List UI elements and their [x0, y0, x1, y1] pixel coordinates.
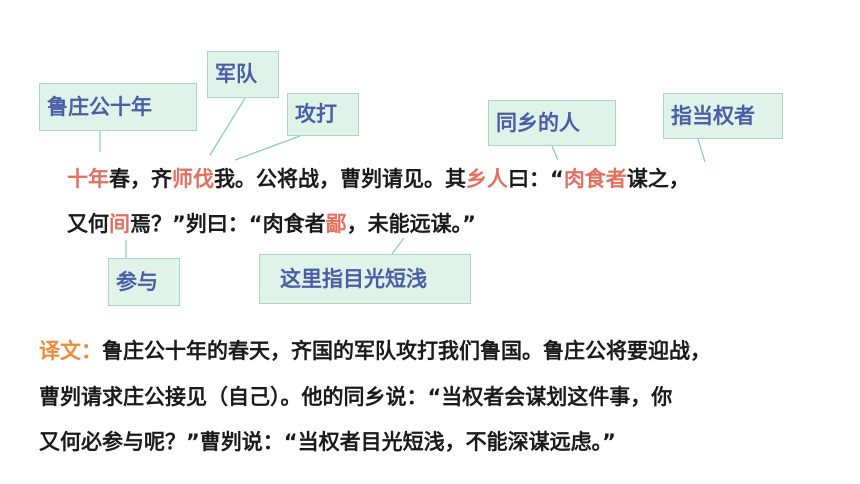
original-line-2: 又何间焉？”刿曰：“肉食者鄙，未能远谋。”	[67, 214, 476, 235]
text-segment: 又何	[67, 212, 109, 236]
word-shi: 师	[172, 167, 193, 191]
annotation-zhi-dang-quan: 指当权者	[663, 93, 783, 139]
original-line-1: 十年春，齐师伐我。公将战，曹刿请见。其乡人曰：“肉食者谋之，	[67, 169, 690, 190]
text-segment: 鲁庄公十年的春天，齐国的军队攻打我们鲁国。鲁庄公将要迎战，	[102, 339, 711, 363]
annotation-mu-guang: 这里指目光短浅	[259, 254, 471, 304]
translation-label: 译文：	[39, 339, 102, 363]
connector-tong-xiang	[551, 145, 559, 161]
connector-zhi-dang	[697, 138, 706, 163]
annotation-tong-xiang: 同乡的人	[488, 100, 616, 146]
annotation-can-yu: 参与	[108, 258, 180, 306]
text-segment: 春，齐	[109, 167, 172, 191]
word-rou-shi-zhe: 肉食者	[563, 167, 627, 191]
translation-line-2: 曹刿请求庄公接见（自己）。他的同乡说：“当权者会谋划这件事，你	[39, 385, 673, 409]
connector-gong-da	[234, 135, 301, 161]
text-segment: 我。公将战，曹刿请见。其	[214, 167, 466, 191]
translation-line-3: 又何必参与呢？”曹刿说：“当权者目光短浅，不能深谋远虑。”	[39, 430, 616, 454]
connector-jun-dui	[209, 97, 246, 156]
translation-line-1: 译文：鲁庄公十年的春天，齐国的军队攻打我们鲁国。鲁庄公将要迎战，	[39, 341, 711, 362]
text-segment: ，未能远谋。”	[346, 212, 476, 236]
text-segment: 曰：“	[508, 167, 564, 191]
word-xiang-ren: 乡人	[466, 167, 508, 191]
word-jian: 间	[109, 212, 130, 236]
annotation-lu-zhuang-gong: 鲁庄公十年	[39, 83, 197, 131]
annotation-gong-da: 攻打	[287, 93, 359, 136]
text-segment: 焉？”刿曰：“肉食者	[130, 212, 326, 236]
connector-mu-guang	[391, 237, 405, 255]
text-segment: 谋之，	[626, 167, 690, 191]
word-shi-nian: 十年	[67, 167, 109, 191]
word-bi: 鄙	[325, 212, 347, 236]
annotation-jun-dui: 军队	[207, 51, 279, 98]
word-fa: 伐	[193, 167, 214, 191]
